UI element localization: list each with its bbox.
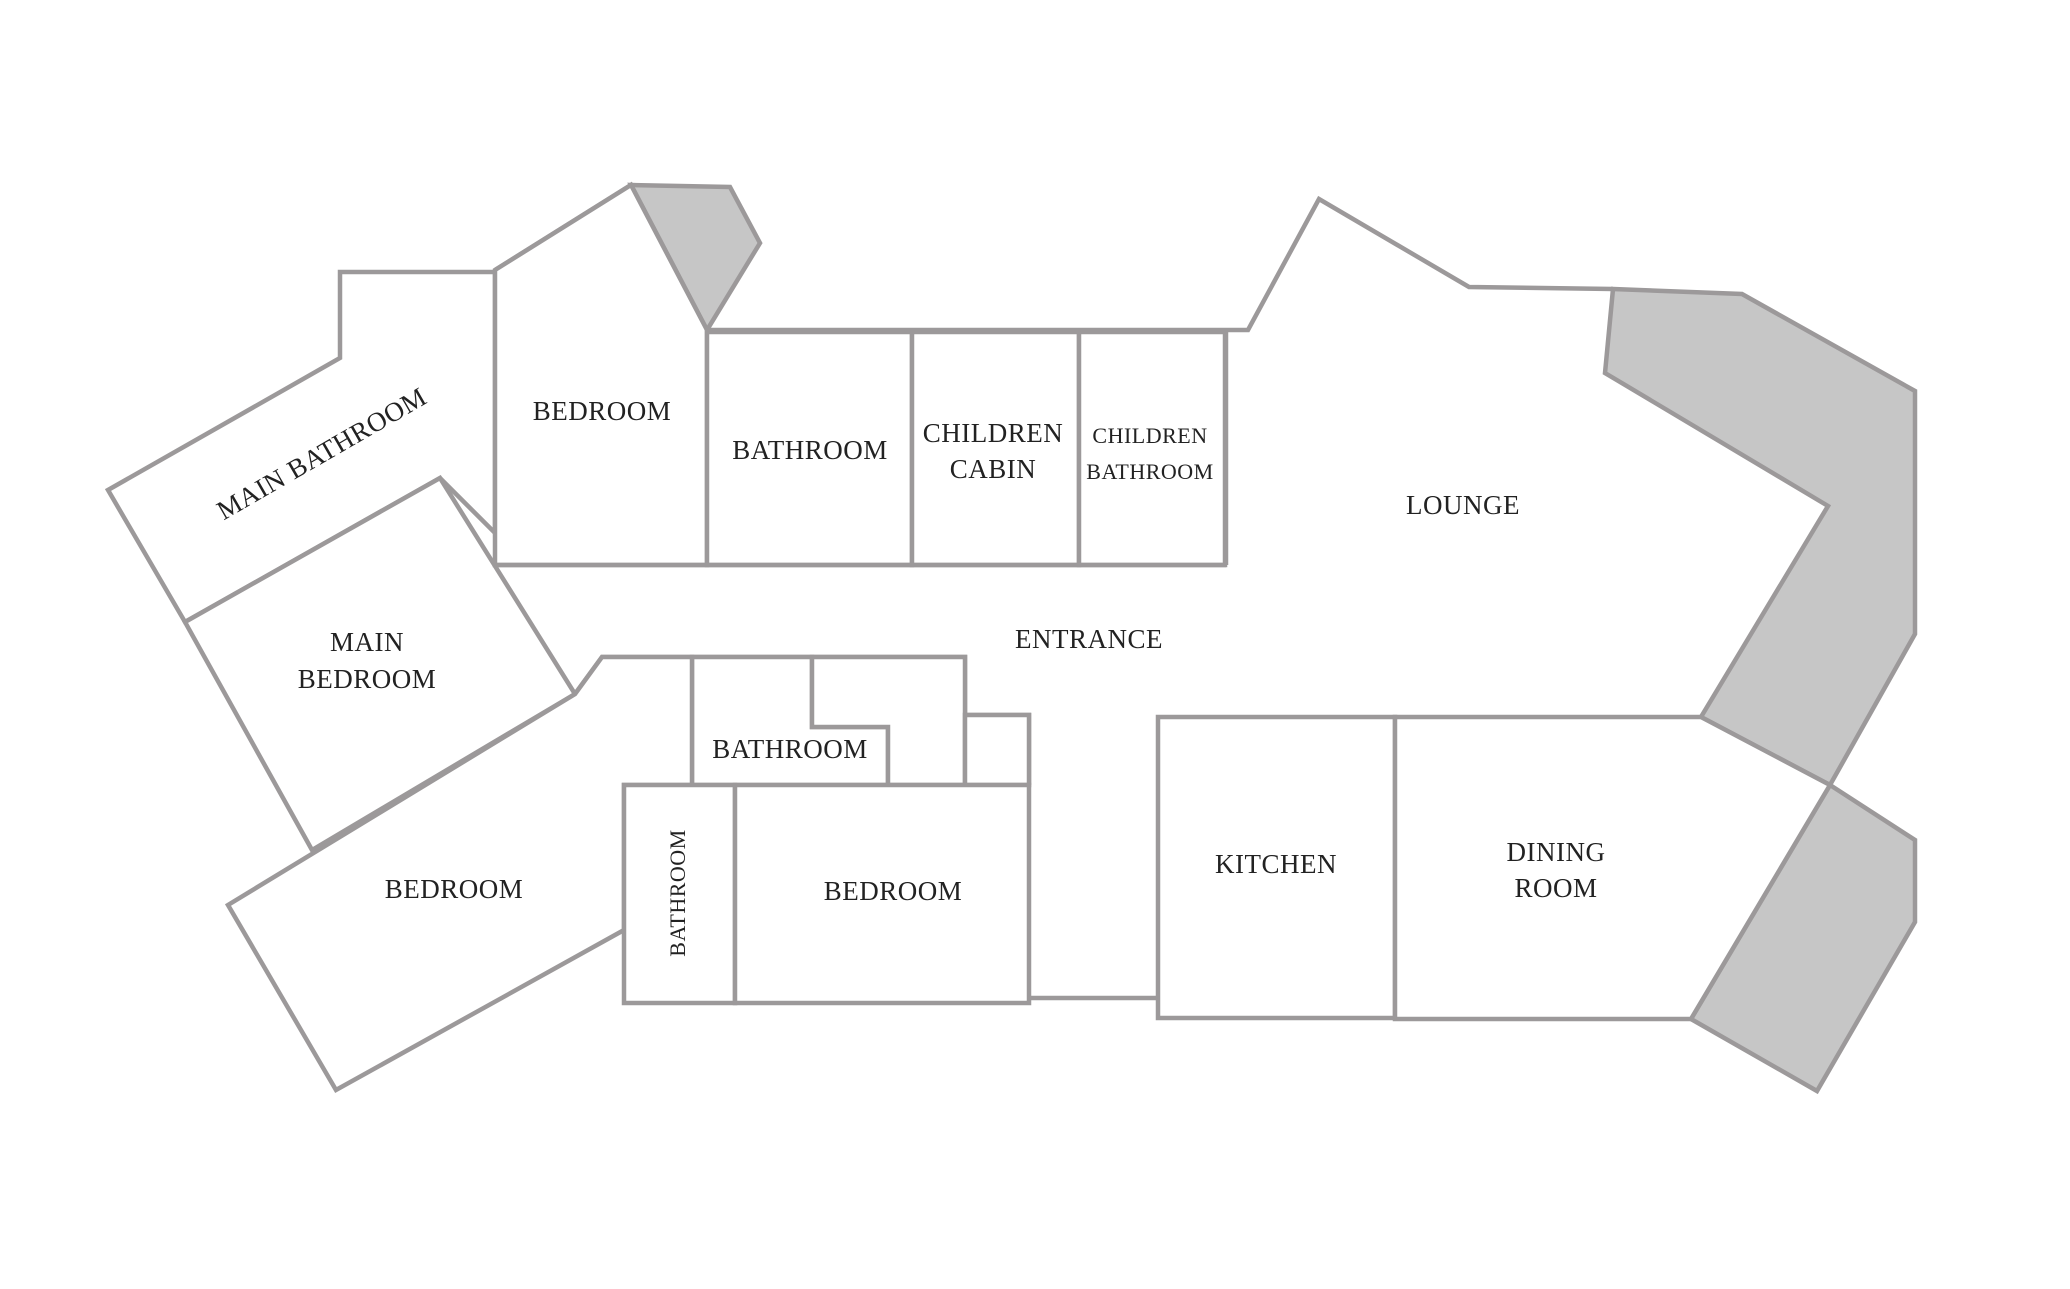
room-closet-small[interactable] bbox=[962, 712, 1032, 788]
room-bedroom-center[interactable] bbox=[732, 782, 1032, 1006]
label-bedroom-left: BEDROOM bbox=[385, 874, 524, 904]
label-main-bedroom-line1: MAIN bbox=[330, 627, 404, 657]
label-entrance: ENTRANCE bbox=[1015, 624, 1163, 654]
label-main-bedroom-line2: BEDROOM bbox=[298, 664, 437, 694]
label-bathroom-small: BATHROOM bbox=[665, 829, 690, 956]
label-dining-line2: ROOM bbox=[1514, 873, 1597, 903]
room-dining[interactable] bbox=[1392, 714, 1834, 1022]
room-children-cabin[interactable] bbox=[909, 329, 1082, 568]
label-bathroom-top: BATHROOM bbox=[732, 435, 888, 465]
label-bedroom-center: BEDROOM bbox=[824, 876, 963, 906]
terrace-right bbox=[1602, 286, 1918, 789]
label-lounge: LOUNGE bbox=[1406, 490, 1520, 520]
room-children-bathroom[interactable] bbox=[1076, 329, 1228, 568]
label-children-bathroom-line2: BATHROOM bbox=[1086, 459, 1213, 484]
label-bathroom-center: BATHROOM bbox=[712, 734, 868, 764]
label-kitchen: KITCHEN bbox=[1215, 849, 1337, 879]
label-bedroom-top: BEDROOM bbox=[533, 396, 672, 426]
label-children-cabin-line1: CHILDREN bbox=[923, 418, 1064, 448]
label-children-bathroom-line1: CHILDREN bbox=[1092, 423, 1207, 448]
room-bathroom-top[interactable] bbox=[704, 329, 915, 568]
label-dining-line1: DINING bbox=[1507, 837, 1606, 867]
label-children-cabin-line2: CABIN bbox=[950, 454, 1037, 484]
